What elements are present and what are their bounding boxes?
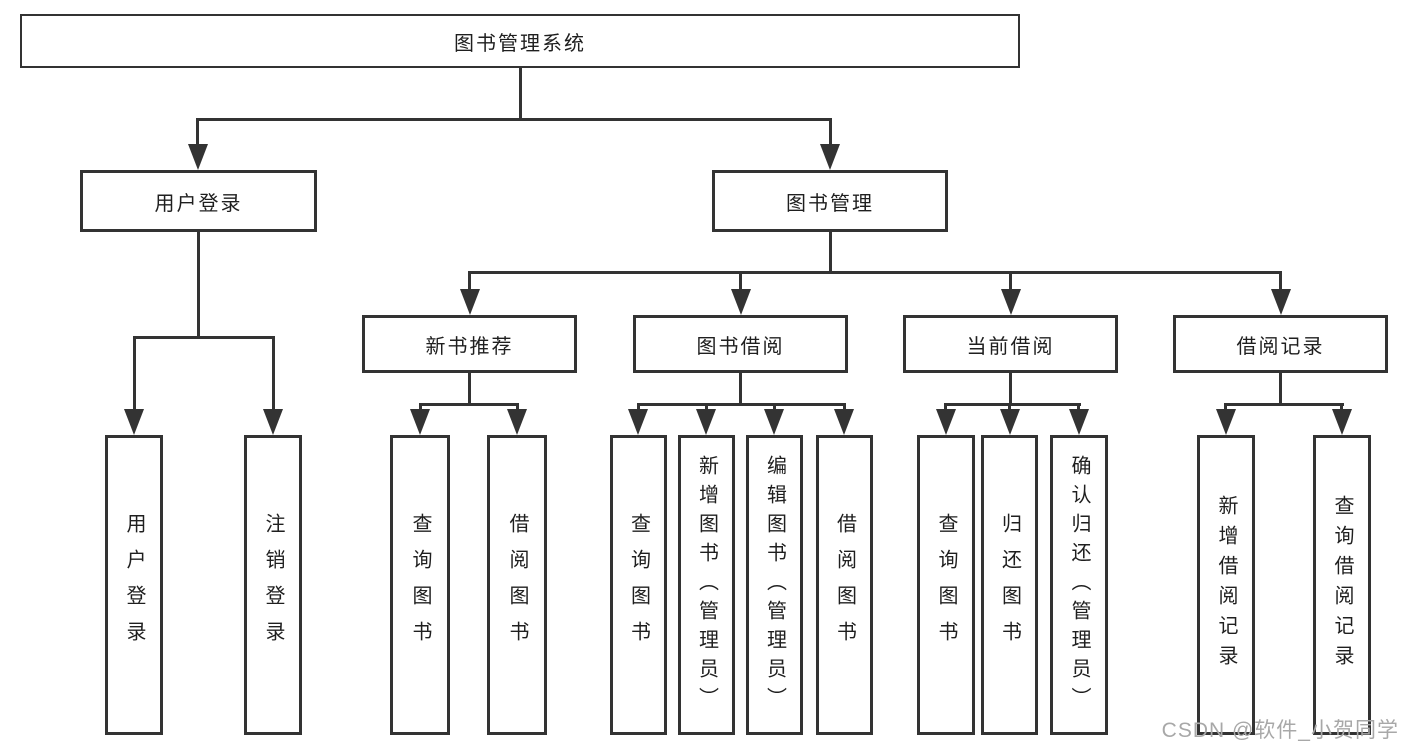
node-label: 新书推荐 [425,335,514,358]
arrow-down-icon [1216,409,1236,435]
leaf-borrow-books: 借阅图书 [816,435,873,735]
connector-borrowrecord-bus [1224,403,1344,406]
connector-drop [1340,403,1343,413]
leaf-label: 编辑图书（管理员） [763,454,786,716]
connector-borrowrecord-stem [1279,373,1282,405]
node-label: 借阅记录 [1236,335,1325,358]
leaf-add-books-admin: 新增图书（管理员） [678,435,735,735]
connector-drop [272,336,275,410]
leaf-label: 用户登录 [123,513,145,657]
connector-bookmgmt-bus [468,271,1282,274]
node-user-login: 用户登录 [80,170,317,232]
node-book-management: 图书管理 [712,170,948,232]
arrow-down-icon [936,409,956,435]
arrow-down-icon [731,289,751,315]
leaf-query-books: 查询图书 [610,435,667,735]
leaf-label: 注销登录 [262,513,284,657]
connector-drop [1009,271,1012,291]
arrow-down-icon [764,409,784,435]
connector-bookborrow-bus [637,403,846,406]
leaf-label: 查询图书 [627,513,650,657]
arrow-down-icon [188,144,208,170]
connector-drop [419,403,422,413]
leaf-return-books: 归还图书 [981,435,1038,735]
csdn-watermark: CSDN @软件_小贺同学 [1161,719,1399,742]
connector-drop [133,336,136,410]
leaf-label: 借阅图书 [506,513,528,657]
leaf-logout: 注销登录 [244,435,302,735]
connector-drop [773,403,776,413]
leaf-borrow-books: 借阅图书 [487,435,547,735]
connector-currentborrow-bus [944,403,1081,406]
node-new-book-recommend: 新书推荐 [362,315,577,373]
connector-newbook-bus [419,403,519,406]
arrow-down-icon [460,289,480,315]
arrow-down-icon [628,409,648,435]
leaf-edit-books-admin: 编辑图书（管理员） [746,435,803,735]
leaf-label: 新增借阅记录 [1215,495,1237,675]
node-label: 当前借阅 [966,335,1055,358]
leaf-user-login: 用户登录 [105,435,163,735]
connector-drop [1008,403,1011,413]
leaf-label: 借阅图书 [833,513,856,657]
node-label: 用户登录 [154,192,243,215]
leaf-query-books: 查询图书 [390,435,450,735]
connector-drop [196,118,199,146]
leaf-add-borrow-record: 新增借阅记录 [1197,435,1255,735]
connector-drop [516,403,519,413]
node-library-system: 图书管理系统 [20,14,1020,68]
leaf-label: 查询图书 [935,513,957,657]
arrow-down-icon [124,409,144,435]
connector-drop [637,403,640,413]
connector-newbook-stem [468,373,471,405]
connector-drop [739,271,742,291]
node-label: 图书管理 [786,192,874,215]
connector-drop [468,271,471,291]
connector-drop [1224,403,1227,413]
node-label: 图书借阅 [696,335,785,358]
arrow-down-icon [1000,409,1020,435]
leaf-query-books: 查询图书 [917,435,975,735]
node-label: 图书管理系统 [454,32,586,55]
connector-currentborrow-stem [1009,373,1012,405]
arrow-down-icon [410,409,430,435]
leaf-label: 归还图书 [998,513,1021,657]
leaf-label: 新增图书（管理员） [695,454,718,716]
connector-root-bus [196,118,832,121]
arrow-down-icon [696,409,716,435]
connector-userlogin-bus [133,336,275,339]
leaf-query-borrow-record: 查询借阅记录 [1313,435,1371,735]
node-current-borrow: 当前借阅 [903,315,1118,373]
arrow-down-icon [263,409,283,435]
connector-drop [1077,403,1080,413]
connector-userlogin-stem [197,232,200,338]
connector-bookmgmt-stem [829,232,832,274]
leaf-label: 查询图书 [409,513,431,657]
leaf-confirm-return-admin: 确认归还（管理员） [1050,435,1108,735]
arrow-down-icon [834,409,854,435]
arrow-down-icon [820,144,840,170]
connector-drop [843,403,846,413]
connector-drop [829,118,832,146]
arrow-down-icon [1332,409,1352,435]
arrow-down-icon [1001,289,1021,315]
node-borrow-record: 借阅记录 [1173,315,1388,373]
node-book-borrow: 图书借阅 [633,315,848,373]
connector-bookborrow-stem [739,373,742,405]
leaf-label: 确认归还（管理员） [1068,454,1090,716]
arrow-down-icon [507,409,527,435]
leaf-label: 查询借阅记录 [1331,495,1353,675]
connector-drop [705,403,708,413]
connector-drop [944,403,947,413]
connector-drop [1279,271,1282,291]
connector-root-stem [519,68,522,120]
arrow-down-icon [1271,289,1291,315]
arrow-down-icon [1069,409,1089,435]
